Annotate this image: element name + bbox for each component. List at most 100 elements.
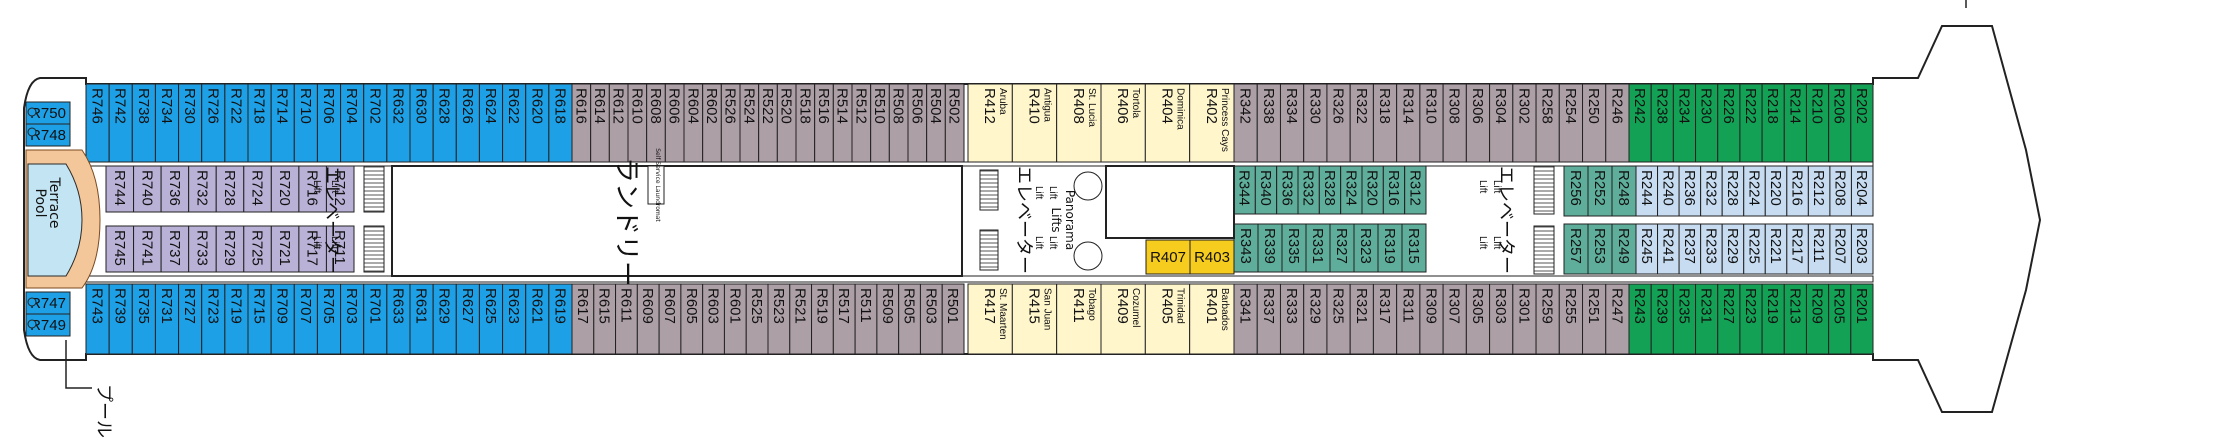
cabin-number: R728 — [221, 170, 238, 206]
cabin-r334: R334 — [1279, 83, 1305, 163]
cabin-r727: R727 — [178, 283, 203, 355]
cabin-number: R740 — [138, 170, 155, 206]
cabin-number: R310 — [1423, 88, 1440, 124]
cabin-number: R344 — [1236, 170, 1253, 206]
cabin-number: R738 — [135, 88, 152, 124]
cabin-r520: R520 — [776, 83, 797, 163]
cabin-r748: R748 — [25, 123, 71, 147]
cabin-r201: R201 — [1850, 283, 1874, 355]
cabin-number: R322 — [1353, 88, 1370, 124]
cabin-r316: R316 — [1382, 165, 1406, 215]
cabin-number: R526 — [722, 88, 739, 124]
elevator-forward: エレベーター Lift Lift Lift Lift — [1477, 165, 1555, 275]
stair-aft-bottom — [363, 225, 385, 273]
cabin-r723: R723 — [201, 283, 226, 355]
cabin-number: R721 — [276, 230, 293, 266]
cabin-number: R629 — [436, 288, 453, 324]
cabin-r518: R518 — [795, 83, 816, 163]
cabin-number: R214 — [1786, 88, 1803, 124]
cabin-r732: R732 — [188, 165, 217, 213]
cabin-r503: R503 — [919, 283, 943, 355]
cabin-box — [160, 165, 190, 213]
cabin-r252: R252 — [1587, 165, 1613, 217]
cabin-r612: R612 — [608, 83, 629, 163]
cabin-r323: R323 — [1353, 223, 1379, 273]
pool-water — [27, 163, 83, 277]
cabin-number: R737 — [166, 230, 183, 266]
cabin-name: Tortola — [1130, 88, 1141, 118]
cabin-number: R518 — [796, 88, 813, 124]
cabin-r209: R209 — [1805, 283, 1830, 355]
cabin-number: R203 — [1853, 228, 1870, 264]
cabin-r745: R745 — [105, 225, 135, 273]
cabin-r623: R623 — [502, 283, 527, 355]
cabin-r213: R213 — [1783, 283, 1807, 355]
cabin-r511: R511 — [854, 283, 878, 355]
cabin-r341: R341 — [1233, 283, 1258, 355]
cabin-number: R330 — [1306, 88, 1323, 124]
cabin-r709: R709 — [270, 283, 295, 355]
cabin-number: R337 — [1260, 288, 1277, 324]
cabin-box — [215, 165, 245, 213]
cabin-name: Aruba — [997, 88, 1008, 115]
cabin-number: R631 — [413, 288, 430, 324]
cabin-r502: R502 — [944, 83, 965, 163]
cabin-r740: R740 — [133, 165, 162, 213]
cabin-r616: R616 — [571, 83, 592, 163]
cabin-r516: R516 — [814, 83, 834, 163]
cabin-number: R234 — [1675, 88, 1692, 124]
panorama-lifts-label-1: Panorama — [1063, 190, 1077, 250]
cabin-number: R225 — [1746, 228, 1763, 264]
cabin-number: R511 — [857, 288, 874, 323]
cabin-r721: R721 — [270, 225, 300, 273]
cabin-name: Princess Cays — [1219, 88, 1230, 152]
cabin-r309: R309 — [1419, 283, 1444, 355]
cabin-r259: R259 — [1535, 283, 1560, 355]
cabin-r737: R737 — [160, 225, 190, 273]
cabin-number: R223 — [1742, 288, 1759, 324]
cabin-r212: R212 — [1807, 165, 1831, 217]
cabin-r624: R624 — [478, 83, 504, 163]
cabin-r743: R743 — [85, 283, 110, 355]
cabin-number: R704 — [343, 88, 360, 124]
cabin-number: R406 — [1114, 88, 1131, 124]
laundry-label: ランドリー — [611, 157, 641, 287]
cabin-r704: R704 — [340, 83, 365, 163]
cabin-r607: R607 — [658, 283, 682, 355]
cabin-number: R226 — [1720, 88, 1737, 124]
cabin-number: R220 — [1767, 170, 1784, 206]
cabin-r246: R246 — [1605, 83, 1630, 163]
cabin-r620: R620 — [525, 83, 550, 163]
cabin-r715: R715 — [247, 283, 272, 355]
cabin-r734: R734 — [154, 83, 180, 163]
cabin-box — [133, 165, 162, 213]
cabin-number: R606 — [666, 88, 683, 124]
cabin-r725: R725 — [243, 225, 272, 273]
lift-label: Lift — [311, 180, 322, 194]
laundry-area — [391, 165, 963, 277]
cabin-number: R620 — [528, 88, 545, 124]
cabin-number: R729 — [221, 230, 238, 266]
cabin-r615: R615 — [593, 283, 617, 355]
lift-label: Lift — [311, 236, 322, 250]
pool-shower-icon — [27, 107, 37, 117]
cabin-r747: R747 — [25, 291, 71, 315]
cabin-r618: R618 — [548, 83, 573, 163]
cabin-r521: R521 — [789, 283, 813, 355]
cabin-box — [1011, 283, 1058, 355]
cabin-r240: R240 — [1657, 165, 1680, 217]
cabin-r614: R614 — [590, 83, 610, 163]
cabin-number: R408 — [1070, 88, 1087, 124]
cabin-number: R244 — [1638, 170, 1655, 206]
cabin-number: R628 — [436, 88, 453, 124]
cabin-r407: R407 — [1145, 239, 1191, 275]
cabin-r522: R522 — [758, 83, 778, 163]
pool-label: プール — [93, 384, 114, 438]
cabin-number: R335 — [1285, 228, 1302, 264]
cabin-r251: R251 — [1582, 283, 1607, 355]
cabin-number: R218 — [1764, 88, 1781, 124]
cabin-number: R314 — [1399, 88, 1416, 124]
cabin-r233: R233 — [1700, 223, 1723, 275]
